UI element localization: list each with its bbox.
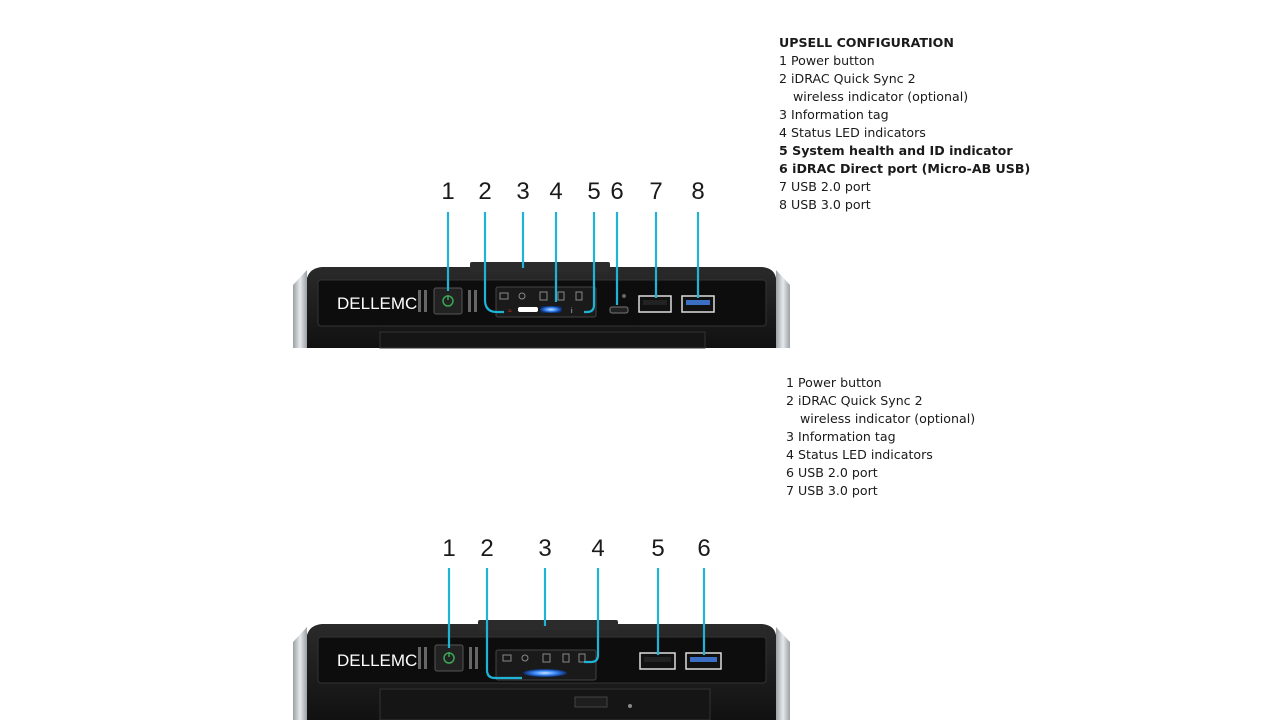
legend-item: 6 iDRAC Direct port (Micro-AB USB) (779, 161, 1031, 176)
divider (468, 290, 471, 312)
power-button[interactable] (433, 287, 463, 315)
drive-led-icon (502, 654, 512, 662)
divider (469, 647, 472, 669)
callout-lines (447, 568, 706, 680)
memory-led-icon (575, 291, 583, 301)
drive-bay (379, 331, 706, 349)
callout-7: 7 (649, 178, 662, 205)
callout-5: 5 (651, 535, 664, 562)
power-button[interactable] (434, 644, 464, 672)
usb3-port-tongue (690, 657, 717, 662)
system-health-led (540, 306, 562, 313)
divider (474, 290, 477, 312)
legend-item: 6 USB 2.0 port (786, 465, 878, 480)
callout-5: 5 (587, 178, 600, 205)
legend-item: 5 System health and ID indicator (779, 143, 1013, 158)
legend-item: wireless indicator (optional) (800, 411, 976, 426)
callout-lines (446, 212, 700, 314)
brand-logo: DELLEMC (337, 294, 417, 313)
legend-item: 4 Status LED indicators (779, 125, 926, 140)
callout-4: 4 (549, 178, 562, 205)
legend-item: 7 USB 3.0 port (786, 483, 878, 498)
legend-title: UPSELL CONFIGURATION (779, 35, 954, 50)
usb2-port-tongue (644, 657, 671, 662)
callout-1: 1 (442, 535, 455, 562)
legend-item: 3 Information tag (779, 107, 889, 122)
callout-8: 8 (691, 178, 704, 205)
wireless-icon: ≈ (508, 308, 512, 315)
id-icon: i (571, 308, 573, 315)
temperature-led-icon (521, 654, 529, 662)
quick-sync-indicator (518, 307, 538, 312)
brand-logo: DELLEMC (337, 651, 417, 670)
fan-led-icon (557, 291, 565, 301)
callout-2: 2 (478, 178, 491, 205)
callout-6: 6 (697, 535, 710, 562)
chassis-side-left (293, 627, 307, 720)
memory-led-icon (578, 653, 586, 663)
temperature-led-icon (518, 292, 526, 300)
callout-3: 3 (538, 535, 551, 562)
legend-item: 7 USB 2.0 port (779, 179, 871, 194)
electrical-led-icon (542, 653, 551, 663)
usb2-port-tongue (643, 300, 667, 305)
status-led-panel (495, 649, 597, 681)
legend-item: wireless indicator (optional) (793, 89, 969, 104)
divider (424, 290, 427, 312)
divider (418, 290, 421, 312)
quick-sync-indicator (523, 669, 567, 677)
optical-activity-led (628, 704, 632, 708)
server-top: DELLEMC ≈ i (293, 178, 790, 349)
chassis-side-right (776, 627, 790, 720)
legend-item: 3 Information tag (786, 429, 896, 444)
callout-6: 6 (610, 178, 623, 205)
information-tag (470, 262, 610, 272)
information-tag (478, 620, 618, 630)
legend-item: 8 USB 3.0 port (779, 197, 871, 212)
legend-standard: 1 Power button 2 iDRAC Quick Sync 2 wire… (786, 374, 975, 500)
chassis-side-left (293, 270, 307, 348)
divider (418, 647, 421, 669)
legend-item: 1 Power button (786, 375, 882, 390)
idrac-direct-port[interactable] (609, 306, 629, 314)
divider (424, 647, 427, 669)
optical-drive-bay (379, 688, 711, 720)
optical-eject-button[interactable] (574, 696, 608, 708)
legend-item: 4 Status LED indicators (786, 447, 933, 462)
legend-upsell: UPSELL CONFIGURATION 1 Power button 2 iD… (779, 34, 1030, 214)
electrical-led-icon (539, 291, 548, 301)
usb3-port-tongue (686, 300, 710, 305)
callout-3: 3 (516, 178, 529, 205)
callout-4: 4 (591, 535, 604, 562)
callout-1: 1 (441, 178, 454, 205)
divider (475, 647, 478, 669)
legend-item: 1 Power button (779, 53, 875, 68)
drive-led-icon (499, 292, 509, 300)
server-bottom: DELLEMC 1 2 3 4 5 (293, 535, 790, 720)
legend-item: 2 iDRAC Quick Sync 2 (779, 71, 916, 86)
fan-led-icon (562, 653, 570, 663)
legend-item: 2 iDRAC Quick Sync 2 (786, 393, 923, 408)
idrac-led (622, 294, 626, 298)
callout-2: 2 (480, 535, 493, 562)
chassis-side-right (776, 270, 790, 348)
